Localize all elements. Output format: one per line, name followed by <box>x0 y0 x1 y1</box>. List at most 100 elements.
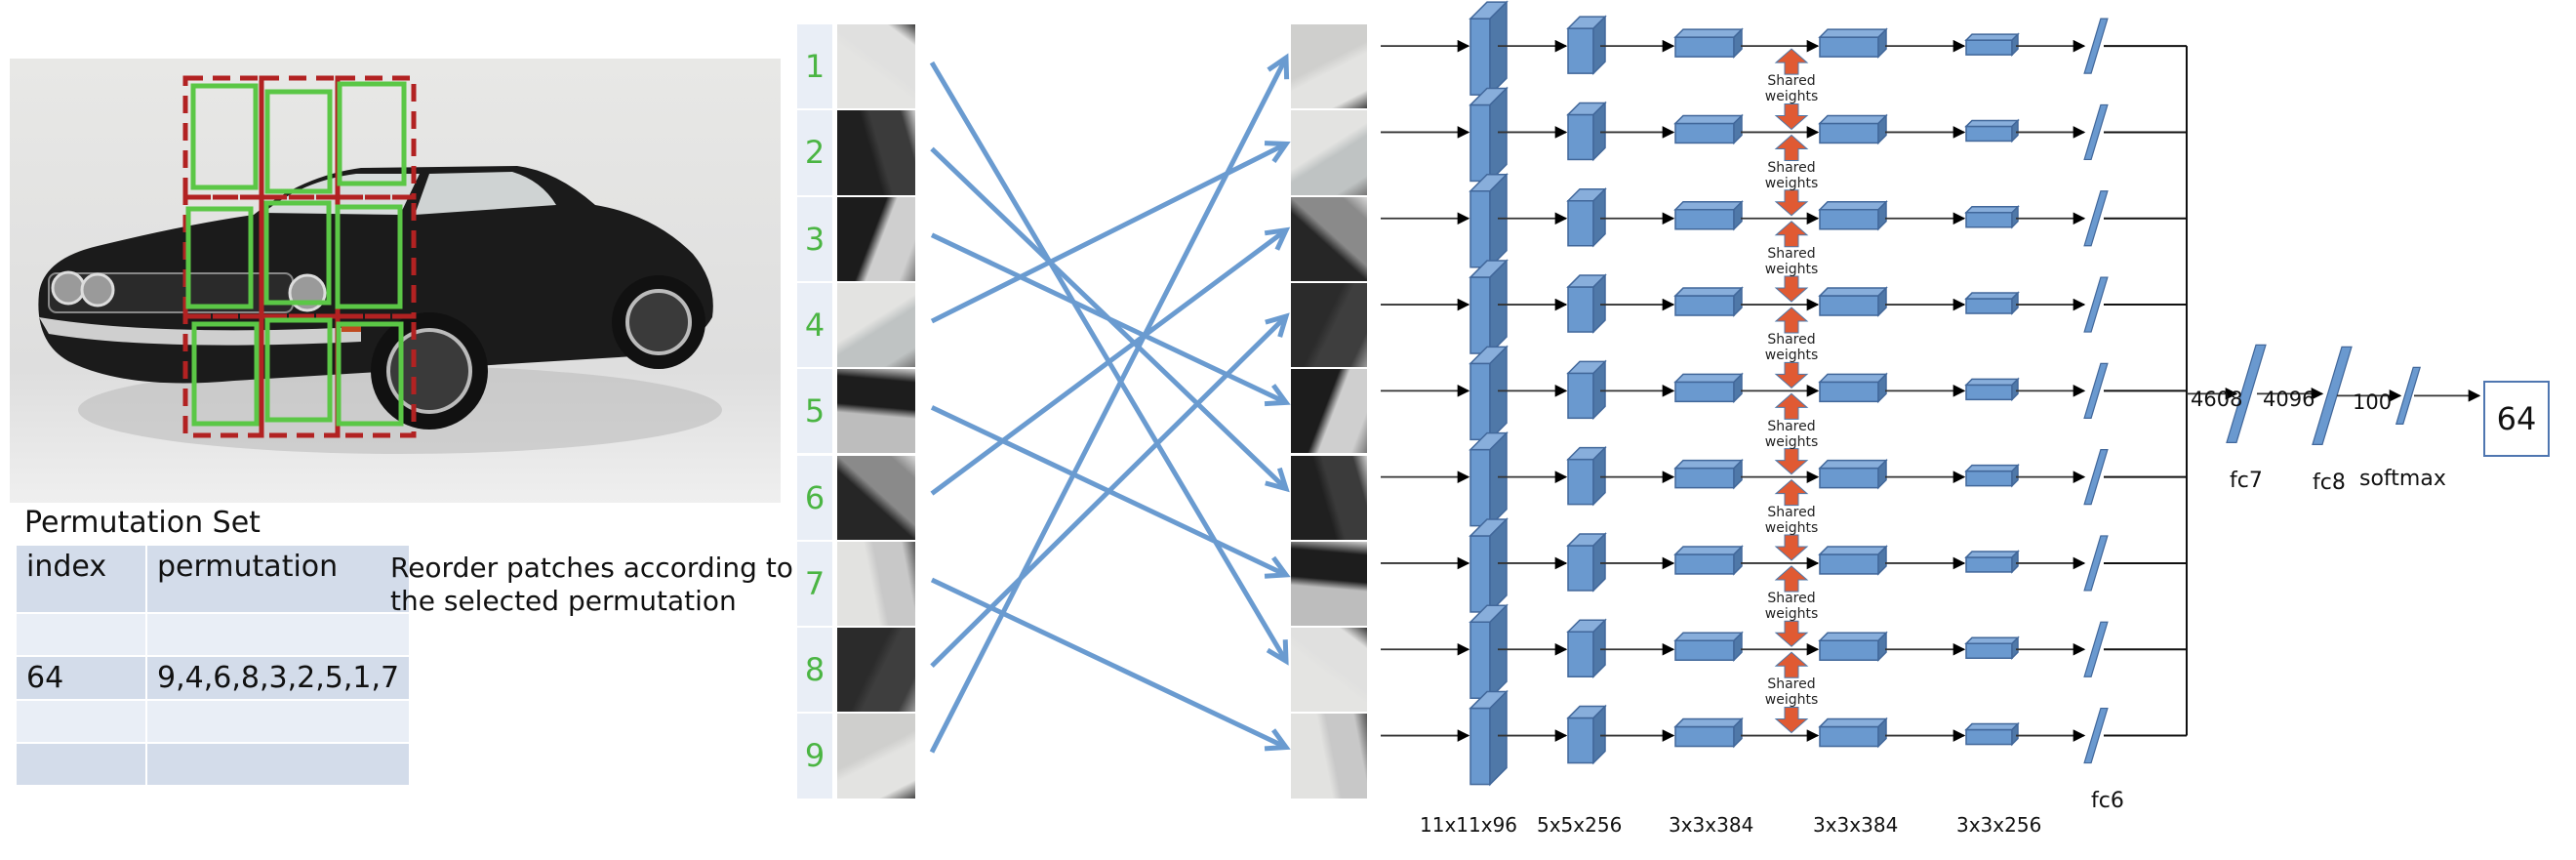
fc7-label: fc7 <box>2230 469 2263 493</box>
shared-weights-down-arrow-icon <box>1774 102 1809 131</box>
conv2-layer <box>1566 273 1607 334</box>
layer-dim-label-2: 5x5x256 <box>1537 813 1623 837</box>
permutation-arrow-7-to-slot-9 <box>930 577 1288 750</box>
conv5-layer <box>1964 463 2020 488</box>
shared-weights-down-arrow-icon <box>1774 361 1809 389</box>
conv2-layer <box>1566 359 1607 421</box>
shared-weights-label: Shared weights <box>1764 418 1819 450</box>
original-patch-4 <box>837 282 915 368</box>
patch-number-9: 9 <box>797 714 832 799</box>
cell-index <box>17 701 145 742</box>
conv2-layer <box>1566 101 1607 162</box>
conv4-layer <box>1818 458 1888 490</box>
branch-row-5 <box>1381 345 2187 475</box>
fc6-layer <box>2083 449 2109 506</box>
original-patch-7 <box>837 541 915 627</box>
edge-label-4096: 4096 <box>2263 388 2315 411</box>
patch-number-7: 7 <box>797 541 832 627</box>
arrowhead-icon <box>1267 53 1290 80</box>
conv3-layer <box>1673 631 1744 663</box>
fc7-layer <box>2226 344 2267 443</box>
conv1-layer <box>1469 689 1509 787</box>
arrowhead-icon <box>1266 639 1289 666</box>
fc6-layer <box>2083 103 2109 161</box>
shared-weights-up-arrow-icon <box>1774 134 1809 161</box>
conv4-layer <box>1818 717 1888 749</box>
fc6-layer <box>2083 707 2109 764</box>
original-patch-2 <box>837 110 915 195</box>
conv3-layer <box>1673 27 1744 59</box>
shared-weights-up-arrow-icon <box>1774 651 1809 678</box>
conv2-layer <box>1566 704 1607 765</box>
permutation-set-title: Permutation Set <box>24 506 261 540</box>
shared-weights-up-arrow-icon <box>1774 478 1809 507</box>
branch-row-2 <box>1381 86 2187 217</box>
conv2-layer <box>1566 532 1607 593</box>
shared-weights-label: Shared weights <box>1764 245 1819 277</box>
shared-weights-down-arrow-icon <box>1774 707 1809 734</box>
fc6-layer <box>2083 362 2109 419</box>
conv2-layer <box>1566 186 1607 248</box>
reordered-patch-8 <box>1291 282 1367 368</box>
branch-row-9 <box>1381 689 2187 787</box>
branch-row-3 <box>1381 172 2187 303</box>
conv3-layer <box>1673 199 1744 231</box>
conv1-layer <box>1469 86 1509 184</box>
fc6-layer <box>2083 190 2109 247</box>
reordered-patch-5 <box>1291 541 1367 627</box>
conv5-layer <box>1964 721 2020 747</box>
branch-row-6 <box>1381 430 2187 561</box>
conv1-layer <box>1469 259 1509 355</box>
shared-weights-label: Shared weights <box>1764 73 1819 105</box>
shared-weights-up-arrow-icon <box>1774 307 1809 334</box>
permutation-table: index permutation 64 9,4,6,8,3,2,5,1,7 <box>15 544 411 787</box>
permutation-arrow-5-to-slot-7 <box>930 405 1288 578</box>
arrowhead-icon <box>1264 226 1291 251</box>
cell-index <box>17 744 145 785</box>
classifier-head <box>2186 46 2481 736</box>
cell-index <box>17 614 145 655</box>
original-patch-8 <box>837 628 915 713</box>
permutation-arrow-4-to-slot-2 <box>930 142 1288 324</box>
shared-weights-down-arrow-icon <box>1774 189 1809 217</box>
car-side-window <box>415 172 556 215</box>
reordered-patch-3 <box>1291 369 1367 454</box>
reordered-patch-1 <box>1291 628 1367 713</box>
conv3-layer <box>1673 545 1744 576</box>
fc6-layer <box>2083 535 2109 592</box>
original-patch-9 <box>837 714 915 799</box>
conv2-layer <box>1566 15 1607 75</box>
cell-index: 64 <box>17 657 145 699</box>
original-patch-5 <box>837 369 915 454</box>
car-body <box>38 166 713 384</box>
fc6-layer <box>2083 621 2109 677</box>
conv1-layer <box>1469 345 1509 442</box>
output-index-box: 64 <box>2483 381 2550 457</box>
conv4-layer <box>1818 113 1888 145</box>
reordered-patch-2 <box>1291 455 1367 540</box>
reordered-patch-9 <box>1291 24 1367 109</box>
edge-label-100: 100 <box>2353 390 2393 414</box>
arrowhead-icon <box>1264 555 1291 579</box>
car-bumper <box>39 317 361 346</box>
grid-tiles <box>182 75 417 438</box>
softmax-layer <box>2395 366 2422 425</box>
table-row-selected: 64 9,4,6,8,3,2,5,1,7 <box>17 657 410 699</box>
conv4-layer <box>1818 199 1888 231</box>
conv3-layer <box>1673 717 1744 749</box>
conv4-layer <box>1818 372 1888 404</box>
shared-weights-down-arrow-icon <box>1774 448 1809 475</box>
arrowhead-icon <box>1265 312 1290 338</box>
branch-row-4 <box>1381 259 2187 389</box>
original-patch-1 <box>837 24 915 109</box>
cell-permutation <box>147 701 410 742</box>
patch-number-6: 6 <box>797 455 832 540</box>
shared-weights-up-arrow-icon <box>1774 48 1809 75</box>
car-headlight <box>80 272 115 307</box>
conv1-layer <box>1469 430 1509 528</box>
patch-number-8: 8 <box>797 628 832 713</box>
conv5-layer <box>1964 32 2020 57</box>
conv5-layer <box>1964 635 2020 661</box>
conv5-layer <box>1964 118 2020 143</box>
